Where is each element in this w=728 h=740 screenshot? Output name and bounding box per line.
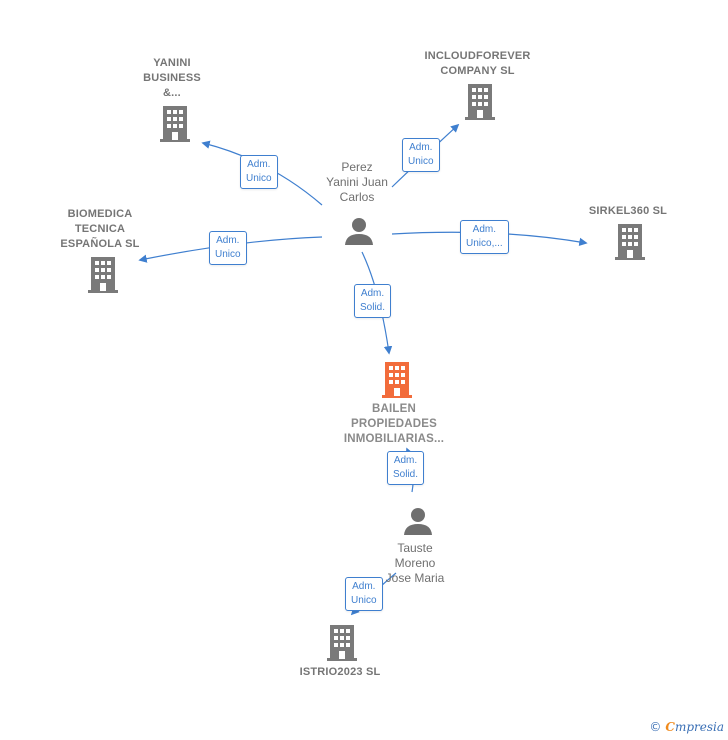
- company-label-incloudforever[interactable]: INCLOUDFOREVER COMPANY SL: [424, 50, 531, 77]
- brand-name: mpresia: [674, 720, 724, 734]
- company-label-biomedica[interactable]: BIOMEDICA TECNICA ESPAÑOLA SL: [60, 208, 140, 250]
- person-icon-tauste[interactable]: [403, 506, 433, 536]
- building-icon-yanini[interactable]: [160, 106, 190, 142]
- copyright-symbol: ©: [649, 720, 662, 734]
- company-label-istrio2023[interactable]: ISTRIO2023 SL: [299, 666, 381, 678]
- edge-label-perez-sirkel: Adm. Unico,...: [460, 220, 509, 254]
- building-icon-incloudforever[interactable]: [465, 84, 495, 120]
- brand-initial: C: [665, 720, 675, 734]
- edge-label-perez-incloud: Adm. Unico: [402, 138, 440, 172]
- building-icon-istrio2023[interactable]: [327, 625, 357, 661]
- building-icon-sirkel360[interactable]: [615, 224, 645, 260]
- building-icon-biomedica[interactable]: [88, 257, 118, 293]
- person-icon-perez[interactable]: [344, 216, 374, 246]
- edge-label-tauste-bailen: Adm. Solid.: [387, 451, 425, 485]
- edge-label-perez-yanini: Adm. Unico: [240, 155, 278, 189]
- edge-label-perez-bailen: Adm. Solid.: [354, 284, 392, 318]
- building-icon-bailen[interactable]: [382, 362, 412, 398]
- company-label-sirkel360[interactable]: SIRKEL360 SL: [588, 205, 668, 217]
- edge-label-perez-biomedica: Adm. Unico: [209, 231, 247, 265]
- person-label-perez[interactable]: Perez Yanini Juan Carlos: [326, 160, 388, 204]
- person-label-tauste[interactable]: Tauste Moreno Jose Maria: [385, 541, 445, 585]
- company-label-yanini[interactable]: YANINI BUSINESS &...: [143, 57, 201, 99]
- edge-label-tauste-istrio: Adm. Unico: [345, 577, 383, 611]
- company-label-bailen[interactable]: BAILEN PROPIEDADES INMOBILIARIAS...: [343, 403, 445, 445]
- empresia-logo: ©Cmpresia: [649, 720, 724, 734]
